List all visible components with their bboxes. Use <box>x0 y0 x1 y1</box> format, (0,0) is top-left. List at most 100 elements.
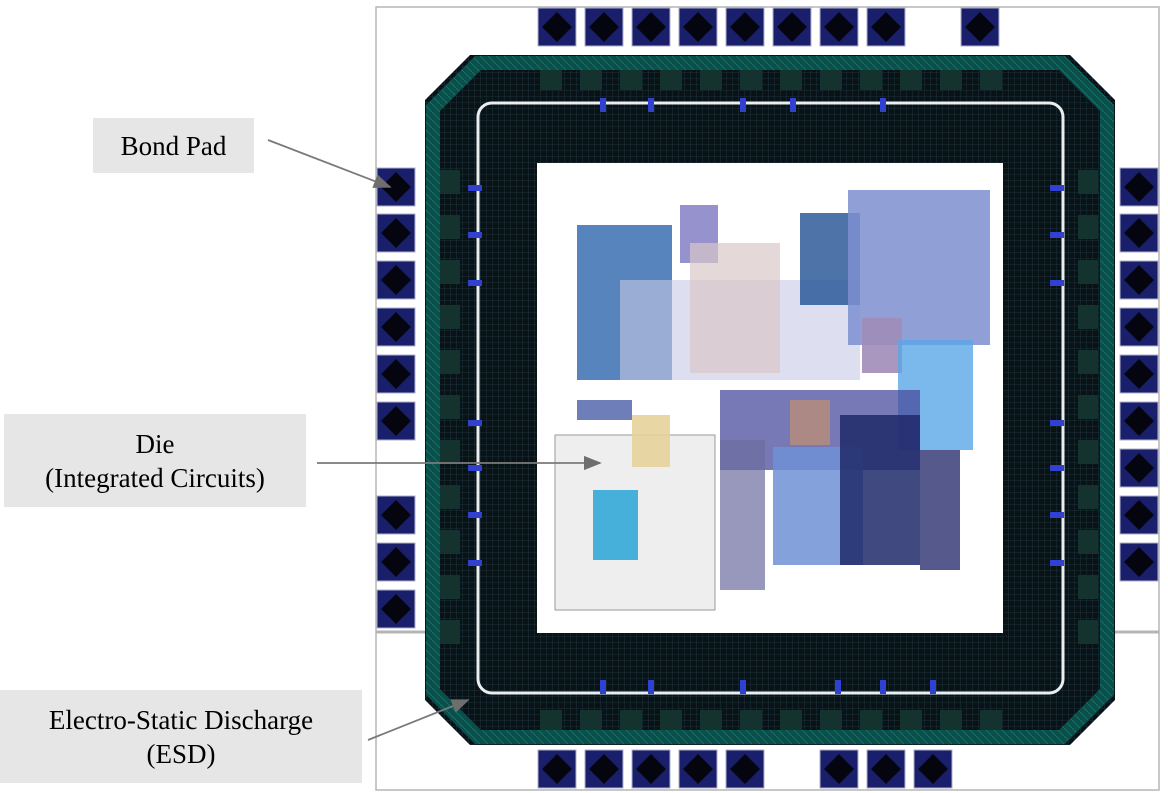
bond-pad <box>1119 495 1159 535</box>
esd-cell <box>900 710 922 730</box>
bond-pad <box>960 7 1000 47</box>
bond-pad <box>376 213 416 253</box>
bond-pad <box>376 589 416 629</box>
esd-cell <box>468 512 482 518</box>
esd-cell <box>740 680 746 694</box>
esd-cell <box>468 280 482 286</box>
bond-pad <box>1119 542 1159 582</box>
circuit-block <box>690 243 780 373</box>
esd-label-line-2: (ESD) <box>146 738 216 769</box>
bond-pad <box>376 307 416 347</box>
esd-cell <box>660 70 682 90</box>
esd-cell <box>648 680 654 694</box>
bond-pad <box>376 260 416 300</box>
esd-cell <box>540 70 562 90</box>
esd-cell <box>580 710 602 730</box>
esd-cell <box>1050 420 1064 426</box>
circuit-block <box>920 450 960 570</box>
esd-cell <box>468 465 482 471</box>
esd-cell <box>468 420 482 426</box>
bond-pad <box>631 7 671 47</box>
esd-cell <box>468 560 482 566</box>
esd-cell <box>440 395 460 419</box>
esd-cell <box>440 215 460 239</box>
circuit-block <box>720 440 765 590</box>
esd-cell <box>660 710 682 730</box>
bond-pad <box>1119 354 1159 394</box>
bond-pad <box>376 542 416 582</box>
esd-cell <box>820 710 842 730</box>
esd-cell <box>580 70 602 90</box>
bond-pad <box>376 401 416 441</box>
esd-cell <box>820 70 842 90</box>
die-label: Die (Integrated Circuits) <box>4 414 306 507</box>
esd-cell <box>600 680 606 694</box>
esd-cell <box>1078 620 1098 644</box>
esd-cell <box>648 98 654 112</box>
esd-cell <box>440 260 460 284</box>
esd-cell <box>1078 575 1098 599</box>
esd-cell <box>468 185 482 191</box>
bond-pad <box>866 749 906 789</box>
esd-cell <box>740 98 746 112</box>
esd-ring-inner-band <box>476 101 1065 695</box>
esd-cell <box>880 680 886 694</box>
esd-cell <box>440 350 460 374</box>
bond-pad <box>678 749 718 789</box>
esd-cell <box>1050 232 1064 238</box>
esd-cell <box>930 680 936 694</box>
esd-label-line-1: Electro-Static Discharge <box>48 704 314 735</box>
bond-pad <box>1119 448 1159 488</box>
bond-pad <box>537 749 577 789</box>
bond-pad <box>1119 167 1159 207</box>
esd-cell <box>1050 280 1064 286</box>
esd-cell <box>1078 260 1098 284</box>
esd-cell <box>540 710 562 730</box>
esd-cell <box>980 710 1002 730</box>
esd-cell <box>620 70 642 90</box>
bond-pad <box>913 749 953 789</box>
esd-cell <box>440 305 460 329</box>
esd-cell <box>980 70 1002 90</box>
integrated-circuit-blocks <box>554 190 990 611</box>
bond-pad <box>584 7 624 47</box>
esd-cell <box>1078 395 1098 419</box>
esd-cell <box>440 620 460 644</box>
bond-pad <box>1119 213 1159 253</box>
esd-cell <box>1050 185 1064 191</box>
bond-pad <box>584 749 624 789</box>
bond-pad <box>376 354 416 394</box>
esd-cell <box>468 232 482 238</box>
esd-cell <box>900 70 922 90</box>
esd-cell <box>440 485 460 509</box>
esd-ring-teal-band <box>426 56 1114 744</box>
bond-pad <box>1119 307 1159 347</box>
bond-pad <box>725 749 765 789</box>
esd-cell <box>740 710 762 730</box>
esd-leader-line <box>367 699 470 741</box>
esd-cell <box>1078 170 1098 194</box>
circuit-block <box>862 318 902 373</box>
circuit-block <box>577 400 632 420</box>
esd-cell <box>1050 512 1064 518</box>
bond-pad-group <box>376 7 1159 789</box>
esd-cell <box>600 98 606 112</box>
esd-cell <box>440 530 460 554</box>
esd-cell <box>1078 440 1098 464</box>
esd-cell <box>1050 560 1064 566</box>
bond-pad <box>772 7 812 47</box>
esd-cell <box>440 440 460 464</box>
esd-cell <box>1078 485 1098 509</box>
esd-cell <box>1050 465 1064 471</box>
esd-cell <box>740 70 762 90</box>
esd-cell <box>780 710 802 730</box>
esd-cell <box>835 680 841 694</box>
esd-cell <box>700 710 722 730</box>
esd-cell <box>1078 350 1098 374</box>
circuit-block <box>632 415 670 467</box>
bond-pad <box>1119 401 1159 441</box>
die-label-line-2: (Integrated Circuits) <box>45 462 265 493</box>
bond-pad-label-text: Bond Pad <box>120 130 227 161</box>
esd-cell-group <box>440 70 1098 730</box>
